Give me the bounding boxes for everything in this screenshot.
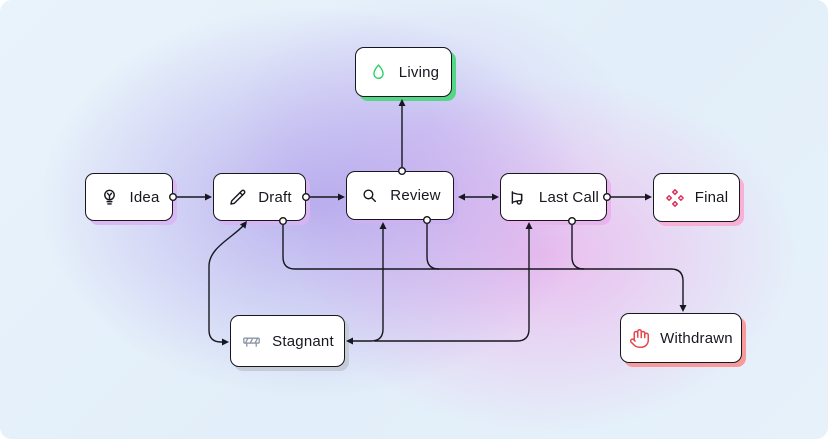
node-label: Last Call [538,188,600,206]
node-idea: Idea [85,173,173,221]
megaphone-icon [508,187,529,208]
egg-icon [368,62,389,83]
lightbulb-icon [99,187,120,208]
diamonds-icon [665,188,685,208]
pencil-icon [227,187,248,208]
node-review: Review [346,171,454,220]
hand-icon [629,328,650,349]
node-last-call: Last Call [500,173,607,221]
node-label: Idea [129,188,160,206]
node-label: Draft [258,188,292,206]
node-draft: Draft [213,173,306,221]
magnifier-icon [359,185,380,206]
node-stagnant: Stagnant [230,315,345,367]
node-living: Living [355,47,452,97]
node-final: Final [653,173,740,222]
node-label: Stagnant [272,332,334,350]
node-withdrawn: Withdrawn [620,313,742,363]
node-label: Withdrawn [660,329,733,347]
barrier-icon [241,331,262,352]
node-label: Living [398,63,440,81]
node-label: Final [694,189,729,206]
node-label: Review [390,187,441,204]
